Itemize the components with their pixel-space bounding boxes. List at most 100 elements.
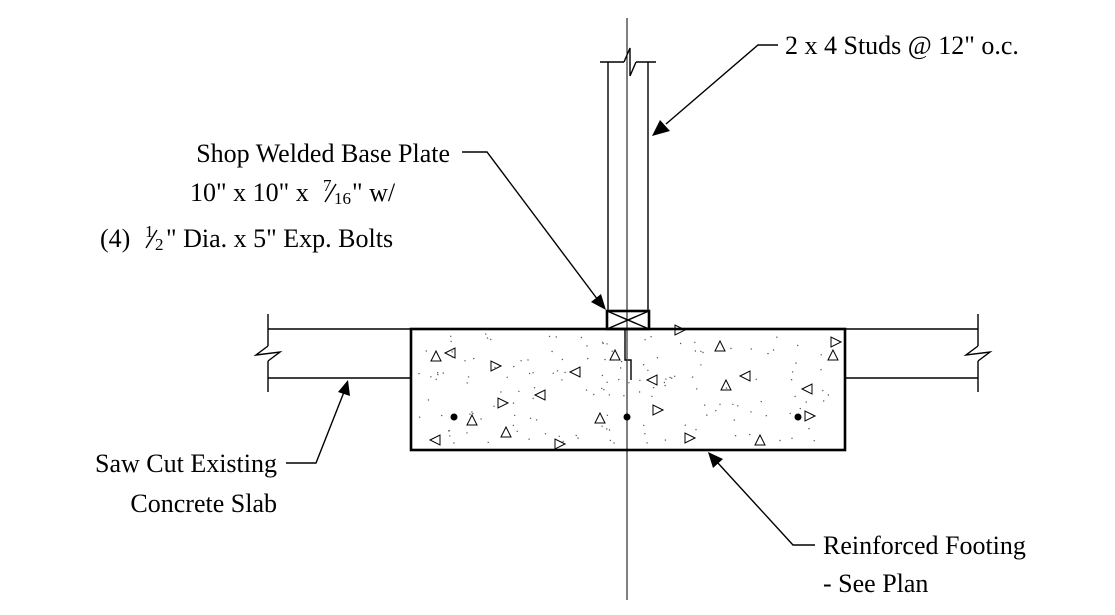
leader-studs [652,44,778,136]
stipple-dot [734,435,737,437]
stipple-dot [450,335,452,337]
stipple-dot [469,413,471,415]
stipple-dot [449,435,451,437]
stipple-dot [608,394,611,396]
aggregate-triangle [428,434,441,446]
stipple-dot [586,345,588,347]
stipple-dot [561,379,563,381]
stipple-dot [516,430,518,432]
stipple-dot [451,356,454,358]
aggregate-triangle [645,374,658,386]
stipple-dot [518,390,520,393]
stipple-dot [604,358,606,361]
stipple-dot [486,337,489,339]
label-saw-cut-line1: Saw Cut Existing [95,449,277,478]
stipple-dot [702,351,704,354]
stipple-dot [628,382,630,384]
aggregate-triangle [684,432,697,444]
stipple-dot [480,418,482,420]
stipple-dot [464,360,466,362]
stipple-dot [467,376,470,378]
stipple-dot [755,378,757,380]
aggregate-triangle [827,348,839,361]
aggregate-triangle [466,413,478,426]
stipple-dot [430,376,432,378]
stipple-dot [750,348,752,350]
stipple-dot [624,339,627,341]
aggregate-triangle [430,349,442,362]
stipple-dot [791,437,793,439]
bolts-count: (4) [100,224,130,253]
aggregate-triangle [554,438,567,450]
stipple-dot [611,350,613,352]
stipple-dot [671,377,673,379]
stipple-dot [601,425,603,427]
stipple-dot [623,395,625,397]
label-saw-cut-line2: Concrete Slab [130,489,277,518]
stipple-dot [679,342,682,345]
stipple-dot [719,403,721,405]
break-line-symbol [623,47,637,77]
stipple-dot [674,375,676,377]
stipple-dot [706,414,708,416]
stipple-dot [737,405,739,407]
stipple-dot [494,366,496,369]
stipple-dot [593,393,595,396]
stipple-dot [450,340,452,343]
stipple-dot [614,359,617,361]
stipple-dot [696,388,698,390]
stipple-dot [794,395,796,398]
stipple-dot [436,372,439,374]
stipple-dot [651,395,653,398]
aggregate-triangle [609,348,621,361]
stipple-dot [733,419,735,421]
stipple-dot [765,415,767,417]
stipple-dot [577,437,579,439]
stipple-dot [555,336,557,338]
stipple-dot [700,350,702,353]
existing-slab-left [253,314,411,392]
rebar-center [623,413,631,421]
stipple-dot [730,347,732,350]
stipple-dot [700,364,702,366]
stipple-dot [562,440,564,443]
stipple-dot [520,360,522,362]
stipple-dot [808,427,810,430]
stipple-dot [472,412,474,415]
fraction-denominator: 16 [334,189,351,208]
stipple-dot [448,430,450,432]
stipple-dot [493,405,495,407]
stipple-dot [513,365,515,368]
stipple-dot [512,424,515,427]
aggregate-triangle [443,347,456,359]
stipple-dot [663,381,666,384]
stipple-dot [760,400,762,403]
stipple-dot [558,435,560,437]
stipple-dot [725,387,728,389]
stipple-dot [606,343,608,345]
stipple-dot [779,439,781,442]
aggregate-triangle [497,397,510,409]
stipple-dot [613,442,615,444]
stipple-dot [468,420,470,422]
rebar-left [450,413,458,421]
stipple-dot [427,399,430,401]
stipple-dot [620,360,623,363]
stipple-dot [556,370,559,372]
stipple-dot [466,432,468,434]
stud-column [600,47,656,310]
stipple-dot [473,357,475,360]
stipple-dot [471,411,473,413]
stipple-dot [813,440,815,442]
stipple-dot [639,379,641,382]
stipple-dot [608,429,611,431]
rebar-right [794,413,802,421]
stipple-dot [490,338,492,341]
stipple-dot [451,351,453,353]
stipple-dot [772,349,775,351]
stipple-dot [602,341,604,343]
stipple-dot [646,442,648,444]
label-base-plate-line2: 10" x 10" x 7 16 " w/ [190,176,396,208]
stipple-dot [418,372,420,375]
aggregate-triangle [652,404,665,416]
